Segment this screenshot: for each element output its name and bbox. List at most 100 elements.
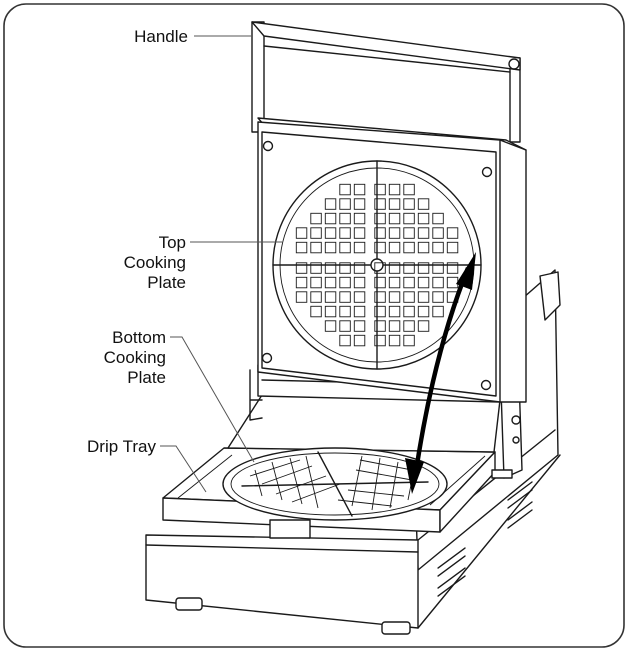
waffle-pocket	[353, 334, 366, 347]
waffle-pocket	[324, 262, 337, 274]
waffle-pocket	[403, 241, 415, 254]
bottom-cooking-plate	[222, 447, 448, 521]
waffle-pocket	[403, 183, 415, 196]
waffle-pocket	[339, 334, 351, 347]
waffle-pocket	[388, 241, 401, 254]
waffle-pocket	[324, 227, 337, 239]
waffle-pocket	[374, 320, 386, 332]
waffle-pocket	[324, 212, 337, 225]
top-plate-label-line1: Top	[159, 233, 186, 252]
waffle-pocket	[403, 305, 415, 318]
waffle-pocket	[324, 198, 337, 210]
waffle-pocket	[432, 241, 444, 254]
waffle-pocket	[353, 212, 366, 225]
waffle-pocket	[339, 320, 351, 332]
waffle-pocket	[403, 212, 415, 225]
waffle-pocket	[388, 198, 401, 210]
waffle-pocket	[417, 320, 430, 332]
waffle-pocket	[432, 305, 444, 318]
waffle-pocket	[432, 227, 444, 239]
waffle-pocket	[417, 198, 430, 210]
waffle-pocket	[417, 305, 430, 318]
waffle-pocket	[388, 334, 401, 347]
waffle-pocket	[388, 320, 401, 332]
top-cooking-plate	[272, 160, 482, 370]
waffle-pocket	[324, 320, 337, 332]
waffle-pocket	[324, 305, 337, 318]
waffle-pocket	[339, 227, 351, 239]
waffle-pocket	[353, 276, 366, 289]
waffle-pocket	[432, 212, 444, 225]
waffle-pocket	[353, 291, 366, 303]
waffle-pocket	[417, 227, 430, 239]
waffle-pocket	[403, 320, 415, 332]
waffle-pocket	[295, 276, 308, 289]
waffle-pocket	[446, 227, 459, 239]
top-plate-label-line3: Plate	[147, 273, 186, 292]
callout-top-cooking-plate: Top Cooking Plate	[124, 233, 282, 292]
waffle-pocket	[353, 241, 366, 254]
waffle-pocket	[417, 241, 430, 254]
callout-drip-tray: Drip Tray	[87, 437, 207, 493]
waffle-pocket	[403, 227, 415, 239]
waffle-pocket	[374, 291, 386, 303]
waffle-pocket	[295, 227, 308, 239]
waffle-pocket	[388, 183, 401, 196]
waffle-pocket	[310, 227, 322, 239]
waffle-pocket	[374, 198, 386, 210]
waffle-pocket	[403, 262, 415, 274]
waffle-pocket	[374, 241, 386, 254]
waffle-pocket	[339, 212, 351, 225]
waffle-pocket	[374, 183, 386, 196]
bottom-plate-label-line1: Bottom	[112, 328, 166, 347]
waffle-pocket	[339, 291, 351, 303]
open-close-arrow	[405, 252, 476, 494]
waffle-pocket	[417, 291, 430, 303]
waffle-pocket	[432, 276, 444, 289]
waffle-pocket	[353, 198, 366, 210]
waffle-pocket	[310, 241, 322, 254]
waffle-pocket	[353, 183, 366, 196]
callout-handle: Handle	[134, 27, 252, 46]
waffle-pocket	[310, 276, 322, 289]
waffle-pocket	[353, 227, 366, 239]
waffle-pocket	[353, 305, 366, 318]
waffle-pocket	[417, 262, 430, 274]
waffle-pocket	[324, 291, 337, 303]
waffle-pocket	[310, 305, 322, 318]
waffle-pocket	[324, 276, 337, 289]
waffle-pocket	[403, 291, 415, 303]
bottom-plate-label-line2: Cooking	[104, 348, 166, 367]
waffle-pocket	[295, 262, 308, 274]
waffle-pocket	[310, 212, 322, 225]
lid-handle	[251, 21, 521, 143]
waffle-grid	[295, 183, 459, 347]
waffle-pocket	[446, 262, 459, 274]
waffle-pocket	[374, 276, 386, 289]
waffle-pocket	[432, 262, 444, 274]
waffle-pocket	[353, 320, 366, 332]
waffle-pocket	[374, 334, 386, 347]
waffle-pocket	[403, 334, 415, 347]
waffle-pocket	[295, 241, 308, 254]
waffle-pocket	[403, 276, 415, 289]
handle-label: Handle	[134, 27, 188, 46]
waffle-pocket	[339, 198, 351, 210]
waffle-pocket	[339, 241, 351, 254]
waffle-pocket	[417, 212, 430, 225]
waffle-pocket	[353, 262, 366, 274]
waffle-pocket	[324, 241, 337, 254]
callout-bottom-cooking-plate: Bottom Cooking Plate	[104, 328, 255, 463]
waffle-pocket	[310, 291, 322, 303]
waffle-pocket	[432, 291, 444, 303]
waffle-pocket	[374, 227, 386, 239]
waffle-pocket	[388, 262, 401, 274]
bottom-plate-label-line3: Plate	[127, 368, 166, 387]
waffle-pocket	[339, 305, 351, 318]
waffle-pocket	[403, 198, 415, 210]
waffle-pocket	[339, 183, 351, 196]
top-plate-label-line2: Cooking	[124, 253, 186, 272]
waffle-pocket	[388, 212, 401, 225]
